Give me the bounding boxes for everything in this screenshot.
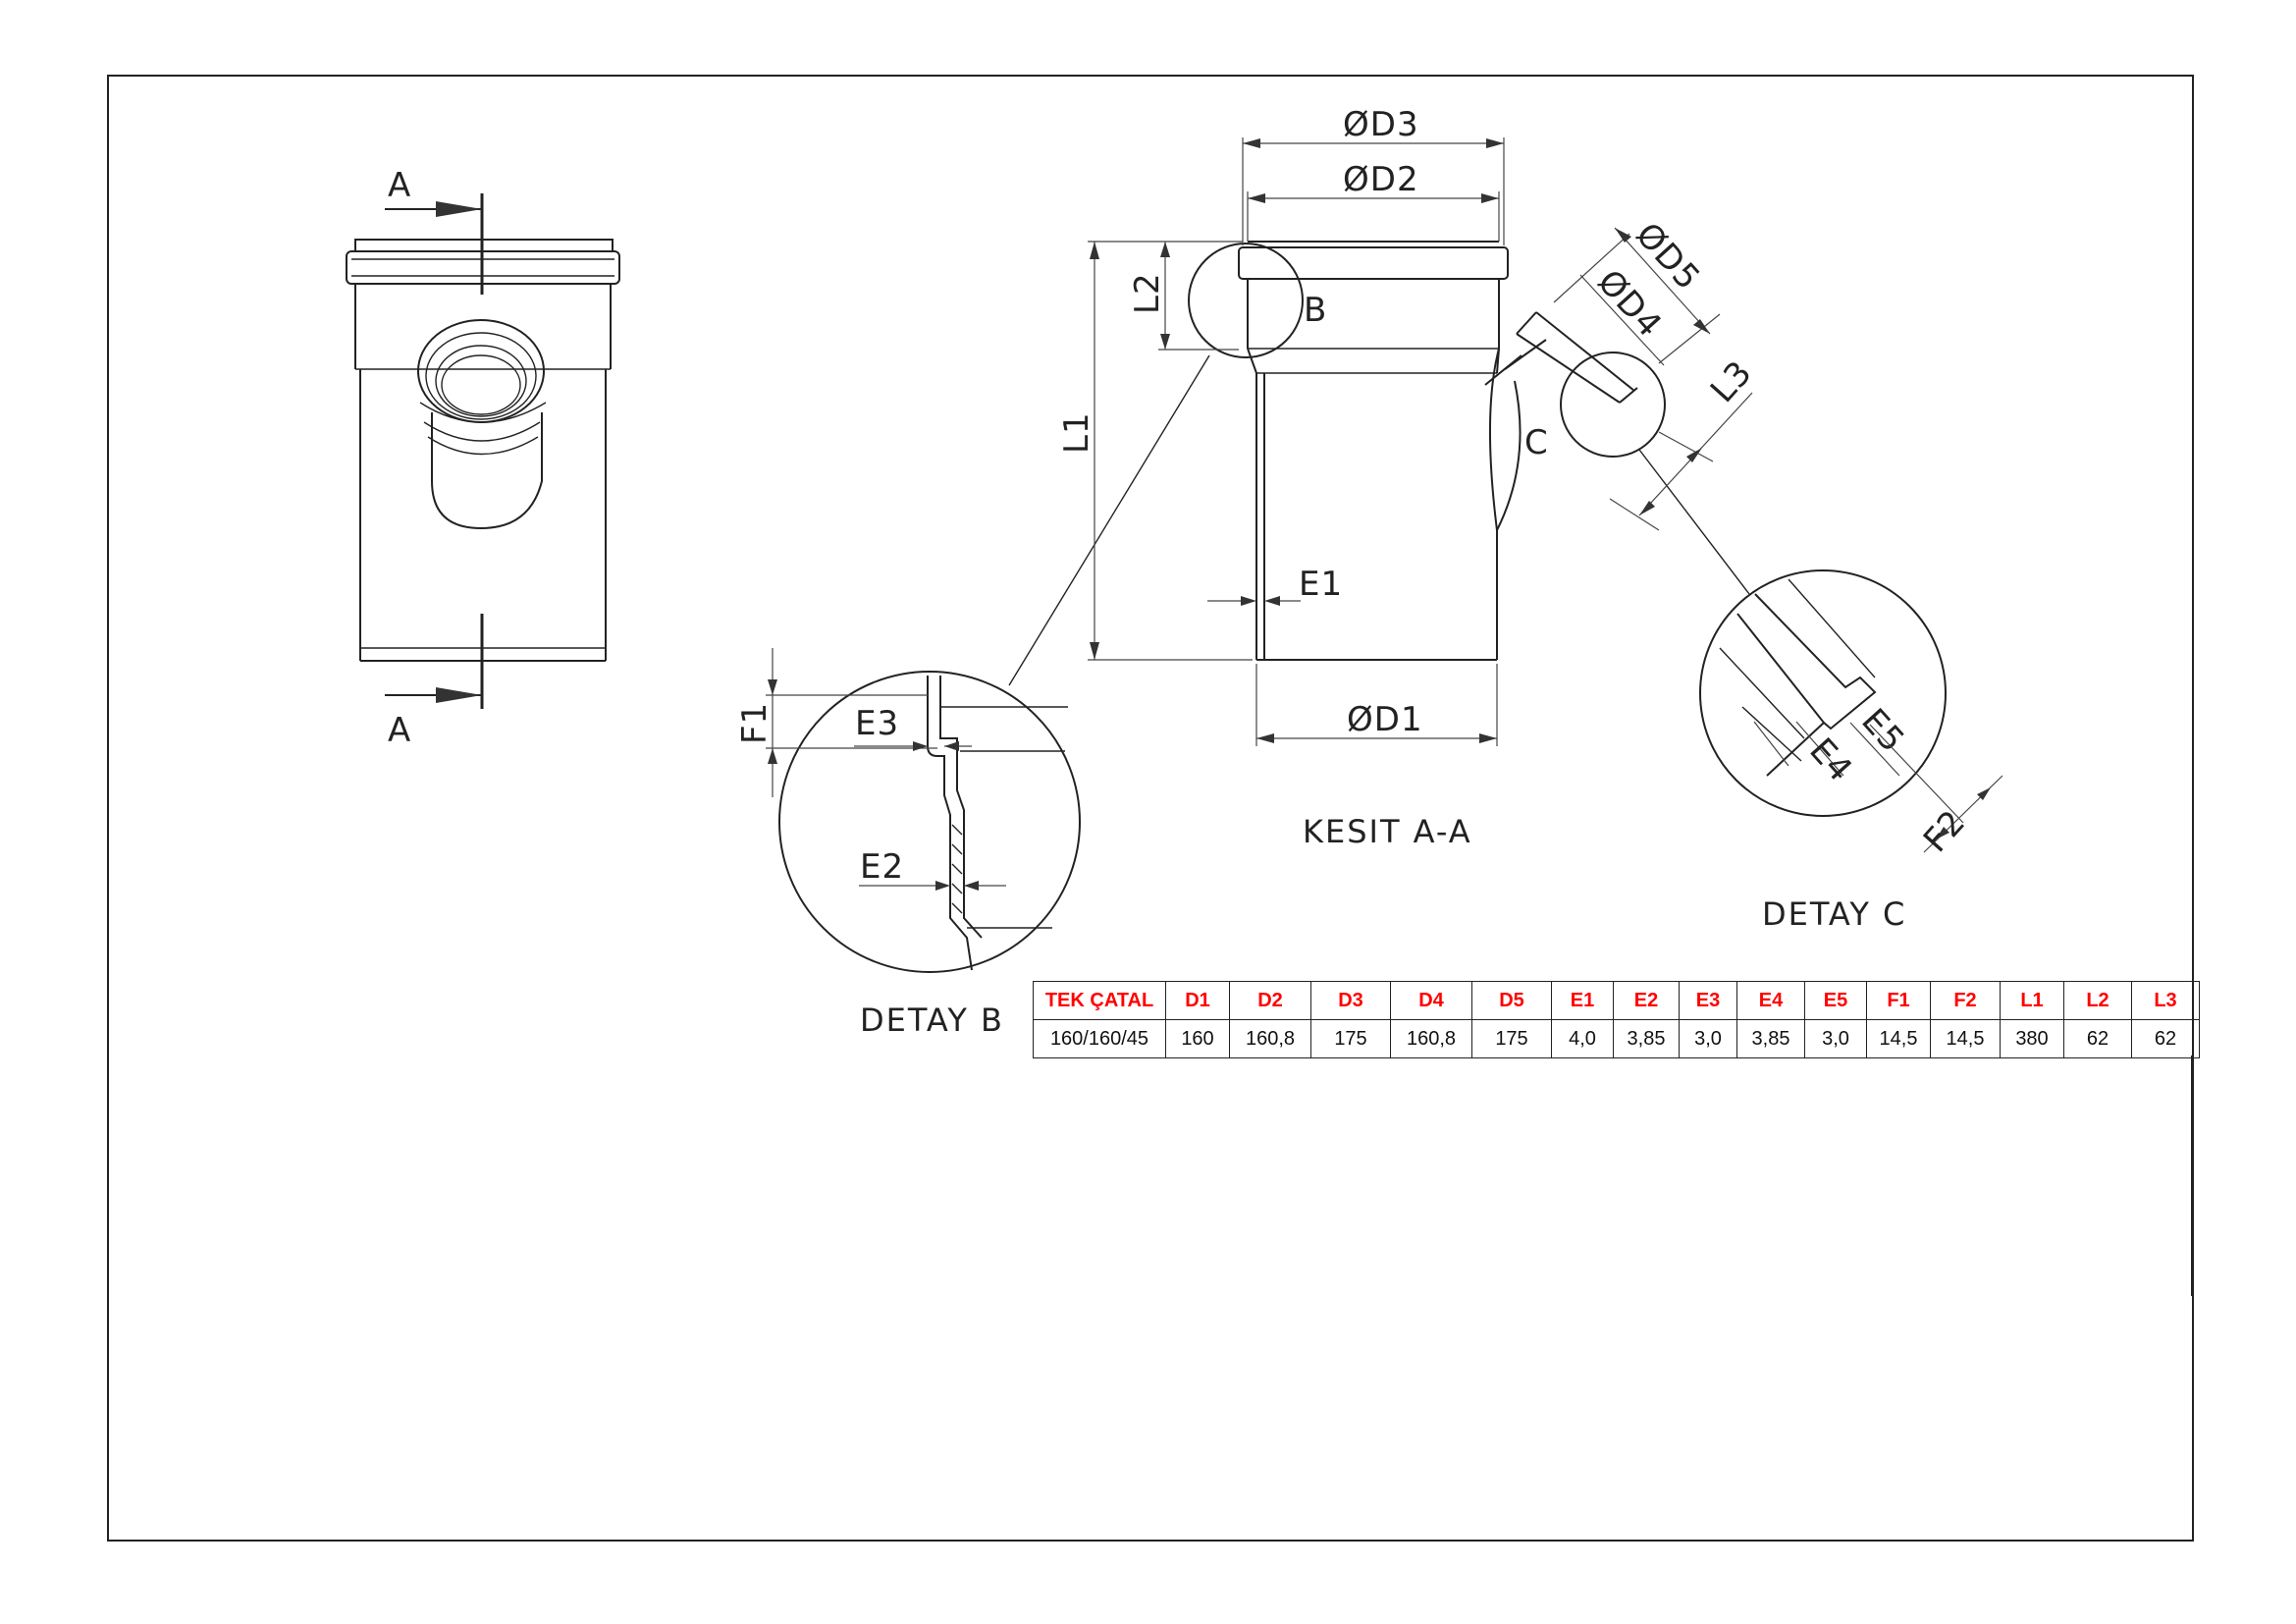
detail-b-marker: B [1304,291,1327,330]
table-cell: 160,8 [1390,1019,1472,1058]
table-cell: 175 [1310,1019,1391,1058]
col-header: D1 [1165,981,1230,1020]
spec-table: TEK ÇATAL D1 D2 D3 D4 D5 E1 E2 E3 E4 E5 … [1033,981,2200,1058]
dim-d2: ØD2 [1343,160,1419,199]
table-cell: 3,0 [1804,1019,1867,1058]
front-view: A A [346,166,620,750]
dim-e5: E5 [1853,701,1912,760]
detail-c-view: E4 E5 F2 DETAY C [1699,569,2003,933]
col-header: F2 [1930,981,2001,1020]
table-row: 160/160/45 160 160,8 175 160,8 175 4,0 3… [1033,1019,2200,1058]
dim-l1: L1 [1057,411,1096,454]
col-header: L2 [2063,981,2132,1020]
dim-e1: E1 [1299,565,1343,604]
detail-b-view: F1 E3 E2 DETAY B [735,648,1081,1039]
table-cell: 4,0 [1551,1019,1614,1058]
table-cell: 3,85 [1736,1019,1805,1058]
col-header: TEK ÇATAL [1033,981,1166,1020]
table-cell: 160 [1165,1019,1230,1058]
col-header: E1 [1551,981,1614,1020]
detail-b-title: DETAY B [860,1001,1004,1039]
table-header-row: TEK ÇATAL D1 D2 D3 D4 D5 E1 E2 E3 E4 E5 … [1033,981,2200,1020]
table-cell: 62 [2063,1019,2132,1058]
table-cell: 160/160/45 [1033,1019,1166,1058]
table-cell: 62 [2131,1019,2200,1058]
table-cell: 175 [1471,1019,1552,1058]
table-cell: 3,85 [1613,1019,1680,1058]
section-marker-bottom: A [388,711,411,750]
col-header: E5 [1804,981,1867,1020]
drawing-frame [107,75,2194,1542]
dim-d3: ØD3 [1343,105,1419,144]
table-cell: 14,5 [1930,1019,2001,1058]
col-header: D2 [1229,981,1311,1020]
col-header: L1 [2000,981,2064,1020]
detail-c-marker: C [1524,423,1549,462]
frame-edge-mark [2191,1056,2194,1296]
section-title: KESIT A-A [1303,813,1472,850]
col-header: E3 [1679,981,1737,1020]
table-cell: 3,0 [1679,1019,1737,1058]
dim-f1: F1 [735,702,774,744]
dim-l2: L2 [1128,272,1167,314]
section-view: B C ØD3 ØD2 ØD1 L1 [1008,105,1760,850]
col-header: E4 [1736,981,1805,1020]
col-header: D3 [1310,981,1391,1020]
table-cell: 160,8 [1229,1019,1311,1058]
dim-l3: L3 [1703,353,1760,410]
col-header: L3 [2131,981,2200,1020]
dim-e3: E3 [855,704,899,743]
dim-e4: E4 [1801,731,1860,789]
section-marker-top: A [388,166,411,205]
col-header: D4 [1390,981,1472,1020]
col-header: E2 [1613,981,1680,1020]
dim-e2: E2 [860,847,904,887]
col-header: F1 [1866,981,1931,1020]
table-cell: 14,5 [1866,1019,1931,1058]
col-header: D5 [1471,981,1552,1020]
table-cell: 380 [2000,1019,2064,1058]
detail-c-title: DETAY C [1762,895,1906,933]
dim-d1: ØD1 [1347,700,1423,739]
